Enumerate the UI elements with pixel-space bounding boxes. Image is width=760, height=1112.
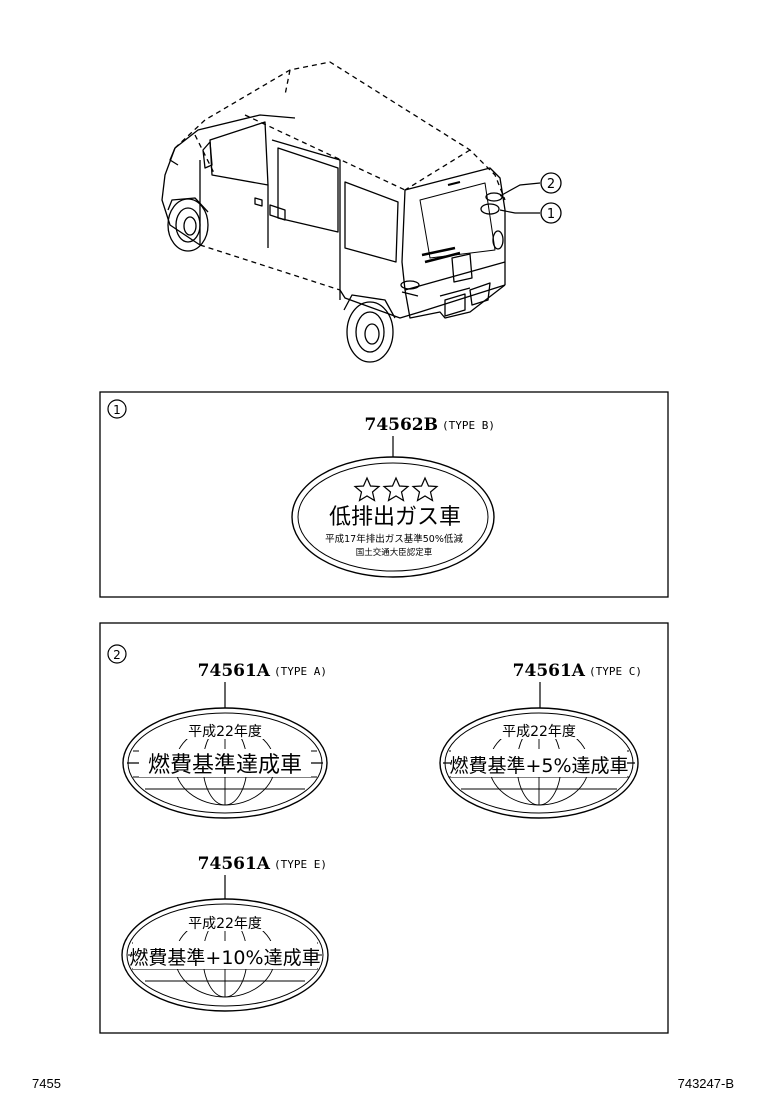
callout-1: 1 <box>540 202 562 224</box>
type-a-label: (TYPE A) <box>274 665 327 678</box>
part-number-74561a-type-a: 74561A <box>198 661 271 681</box>
low-emission-badge: 低排出ガス車 平成17年排出ガス基準50%低減 国土交通大臣認定車 <box>291 456 495 578</box>
type-b-label: (TYPE B) <box>442 419 495 432</box>
callout-2-label: 2 <box>547 177 555 192</box>
badge-title: 低排出ガス車 <box>329 505 461 530</box>
panel-2: 2 74561A (TYPE A) 平成22年度 燃費基準達成車 74561A … <box>99 622 669 1034</box>
badge-subtitle: 平成17年排出ガス基準50%低減 <box>325 533 463 545</box>
van-illustration <box>161 61 506 363</box>
badge-year: 平成22年度 <box>502 724 576 740</box>
badge-certification: 国土交通大臣認定車 <box>356 547 433 558</box>
callout-1-label: 1 <box>547 207 555 222</box>
footer-page-code: 7455 <box>32 1076 61 1091</box>
part-number-74562b: 74562B <box>364 415 438 435</box>
type-c-label: (TYPE C) <box>589 665 642 678</box>
part-number-74561a-type-e: 74561A <box>198 854 271 874</box>
fuel-economy-badge-type-a: 平成22年度 燃費基準達成車 <box>122 707 328 819</box>
panel-1: 1 74562B (TYPE B) 低排出ガス車 平成17年排出ガス基準50%低… <box>99 391 669 598</box>
badge-main: 燃費基準達成車 <box>148 753 302 778</box>
footer-figure-number: 743247-B <box>677 1076 734 1091</box>
panel-1-index: 1 <box>113 403 121 417</box>
badge-main: 燃費基準+5%達成車 <box>449 755 628 777</box>
callout-2: 2 <box>540 172 562 194</box>
badge-main: 燃費基準+10%達成車 <box>129 947 320 969</box>
fuel-economy-badge-type-c: 平成22年度 燃費基準+5%達成車 <box>439 707 639 819</box>
panel-2-index: 2 <box>113 648 121 662</box>
badge-year: 平成22年度 <box>188 724 262 740</box>
part-number-74561a-type-c: 74561A <box>513 661 586 681</box>
callout-leaders <box>499 182 541 214</box>
badge-year: 平成22年度 <box>188 916 262 932</box>
fuel-economy-badge-type-e: 平成22年度 燃費基準+10%達成車 <box>121 898 329 1012</box>
star-icon <box>353 476 439 502</box>
type-e-label: (TYPE E) <box>274 858 327 871</box>
